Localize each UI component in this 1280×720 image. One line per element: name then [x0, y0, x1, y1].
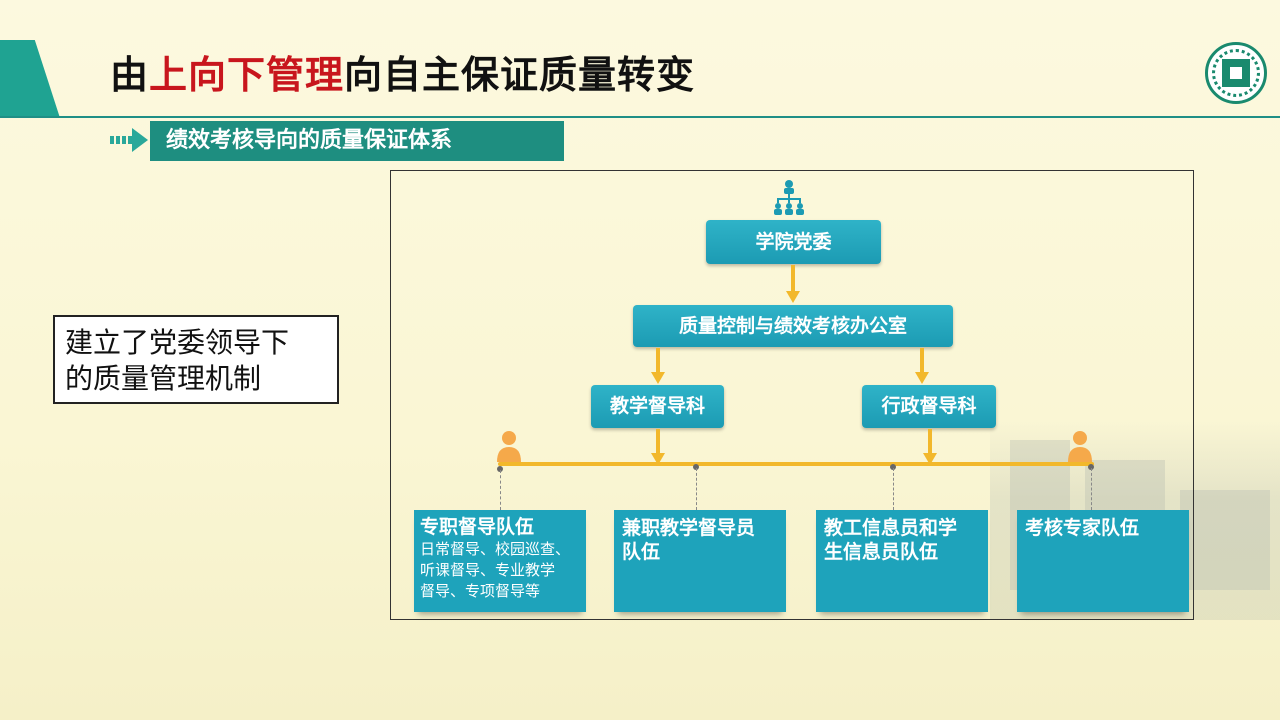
team-box-informants: 教工信息员和学 生信息员队伍 — [816, 510, 988, 612]
connector-dot — [1088, 464, 1094, 470]
team-box-fulltime: 专职督导队伍 日常督导、校园巡查、 听课督导、专业教学 督导、专项督导等 — [414, 510, 586, 612]
hierarchy-icon — [774, 180, 804, 215]
distribution-line — [498, 462, 1094, 466]
note-box: 建立了党委领导下 的质量管理机制 — [53, 315, 339, 404]
team-desc-line: 督导、专项督导等 — [420, 582, 541, 600]
connector-dash — [893, 468, 894, 510]
team-desc-line: 听课督导、专业教学 — [420, 561, 556, 579]
arrow-right-icon — [110, 128, 148, 152]
flow-arrow — [923, 429, 937, 465]
team-title: 教工信息员和学 — [824, 517, 958, 539]
team-title: 专职督导队伍 — [420, 516, 535, 538]
connector-dash — [500, 470, 501, 510]
node-quality-office: 质量控制与绩效考核办公室 — [633, 305, 953, 347]
team-box-experts: 考核专家队伍 — [1017, 510, 1189, 612]
person-icon — [497, 431, 521, 462]
connector-dash — [1091, 468, 1092, 510]
team-title: 队伍 — [622, 541, 661, 563]
flow-arrow — [651, 348, 665, 384]
node-teaching-supervision: 教学督导科 — [591, 385, 724, 428]
title-highlight: 上向下管理 — [149, 53, 345, 97]
flow-arrow — [651, 429, 665, 465]
school-logo — [1205, 42, 1267, 104]
team-box-parttime: 兼职教学督导员 队伍 — [614, 510, 786, 612]
note-line: 建立了党委领导下 — [65, 326, 290, 359]
team-title: 生信息员队伍 — [824, 541, 939, 563]
connector-dash — [696, 468, 697, 510]
header-divider — [0, 116, 1280, 118]
node-party-committee: 学院党委 — [706, 220, 881, 264]
team-title: 兼职教学督导员 — [622, 517, 756, 539]
note-line: 的质量管理机制 — [65, 362, 262, 395]
org-chart-frame — [390, 170, 1194, 620]
flow-arrow — [915, 348, 929, 384]
section-subtitle: 绩效考核导向的质量保证体系 — [150, 121, 564, 161]
node-admin-supervision: 行政督导科 — [862, 385, 996, 428]
connector-dot — [890, 464, 896, 470]
page-title: 由上向下管理向自主保证质量转变 — [110, 53, 696, 97]
connector-dot — [497, 466, 503, 472]
team-desc-line: 日常督导、校园巡查、 — [420, 540, 571, 558]
person-icon — [1068, 431, 1092, 462]
connector-dot — [693, 464, 699, 470]
flow-arrow — [786, 265, 800, 303]
team-title: 考核专家队伍 — [1025, 517, 1140, 539]
